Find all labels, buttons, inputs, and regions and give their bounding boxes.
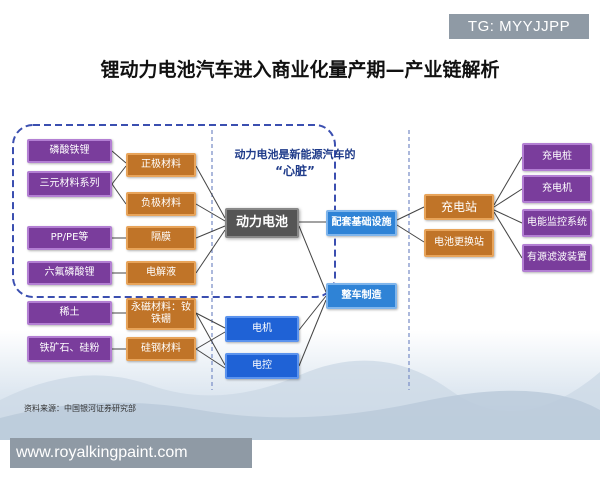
- infrastructure-box: 配套基础设施: [326, 210, 397, 236]
- raw-rare-earth: 稀土: [27, 301, 112, 325]
- component-anode: 负极材料: [126, 192, 196, 216]
- component-separator: 隔膜: [126, 226, 196, 250]
- raw-iron-silicon: 铁矿石、硅粉: [27, 336, 112, 362]
- raw-ternary: 三元材料系列: [27, 171, 112, 197]
- component-cathode: 正极材料: [126, 153, 196, 177]
- source-note: 资料来源：中国银河证券研究部: [24, 404, 136, 413]
- vehicle-manufacturing-box: 整车制造: [326, 283, 397, 309]
- equipment-charger: 充电机: [522, 175, 592, 203]
- connector-lines: [12, 124, 523, 390]
- site-watermark: www.royalkingpaint.com: [10, 438, 252, 468]
- motor-part-motor: 电机: [225, 316, 299, 342]
- equipment-power-monitor: 电能监控系统: [522, 209, 592, 237]
- station-charging: 充电站: [424, 194, 494, 220]
- diagram-title: 锂动力电池汽车进入商业化量产期—产业链解析: [100, 59, 500, 81]
- raw-lfp: 磷酸铁锂: [27, 139, 112, 163]
- raw-pp-pe: PP/PE等: [27, 226, 112, 250]
- core-power-battery: 动力电池: [225, 208, 299, 238]
- heart-note-line2: “心脏”: [275, 164, 315, 178]
- motor-part-controller: 电控: [225, 353, 299, 379]
- raw-lipf6: 六氟磷酸锂: [27, 261, 112, 285]
- watermark-label: TG: MYYJJPP: [449, 14, 589, 39]
- background-mountains: [0, 360, 600, 440]
- component-electrolyte: 电解液: [126, 261, 196, 285]
- equipment-active-filter: 有源滤波装置: [522, 244, 592, 272]
- equipment-charging-pile: 充电桩: [522, 143, 592, 171]
- heart-note-line1: 动力电池是新能源汽车的: [234, 148, 356, 161]
- component-magnet: 永磁材料：钕铁硼: [126, 298, 196, 330]
- station-battery-swap: 电池更换站: [424, 229, 494, 257]
- component-silicon-steel: 硅钢材料: [126, 337, 196, 361]
